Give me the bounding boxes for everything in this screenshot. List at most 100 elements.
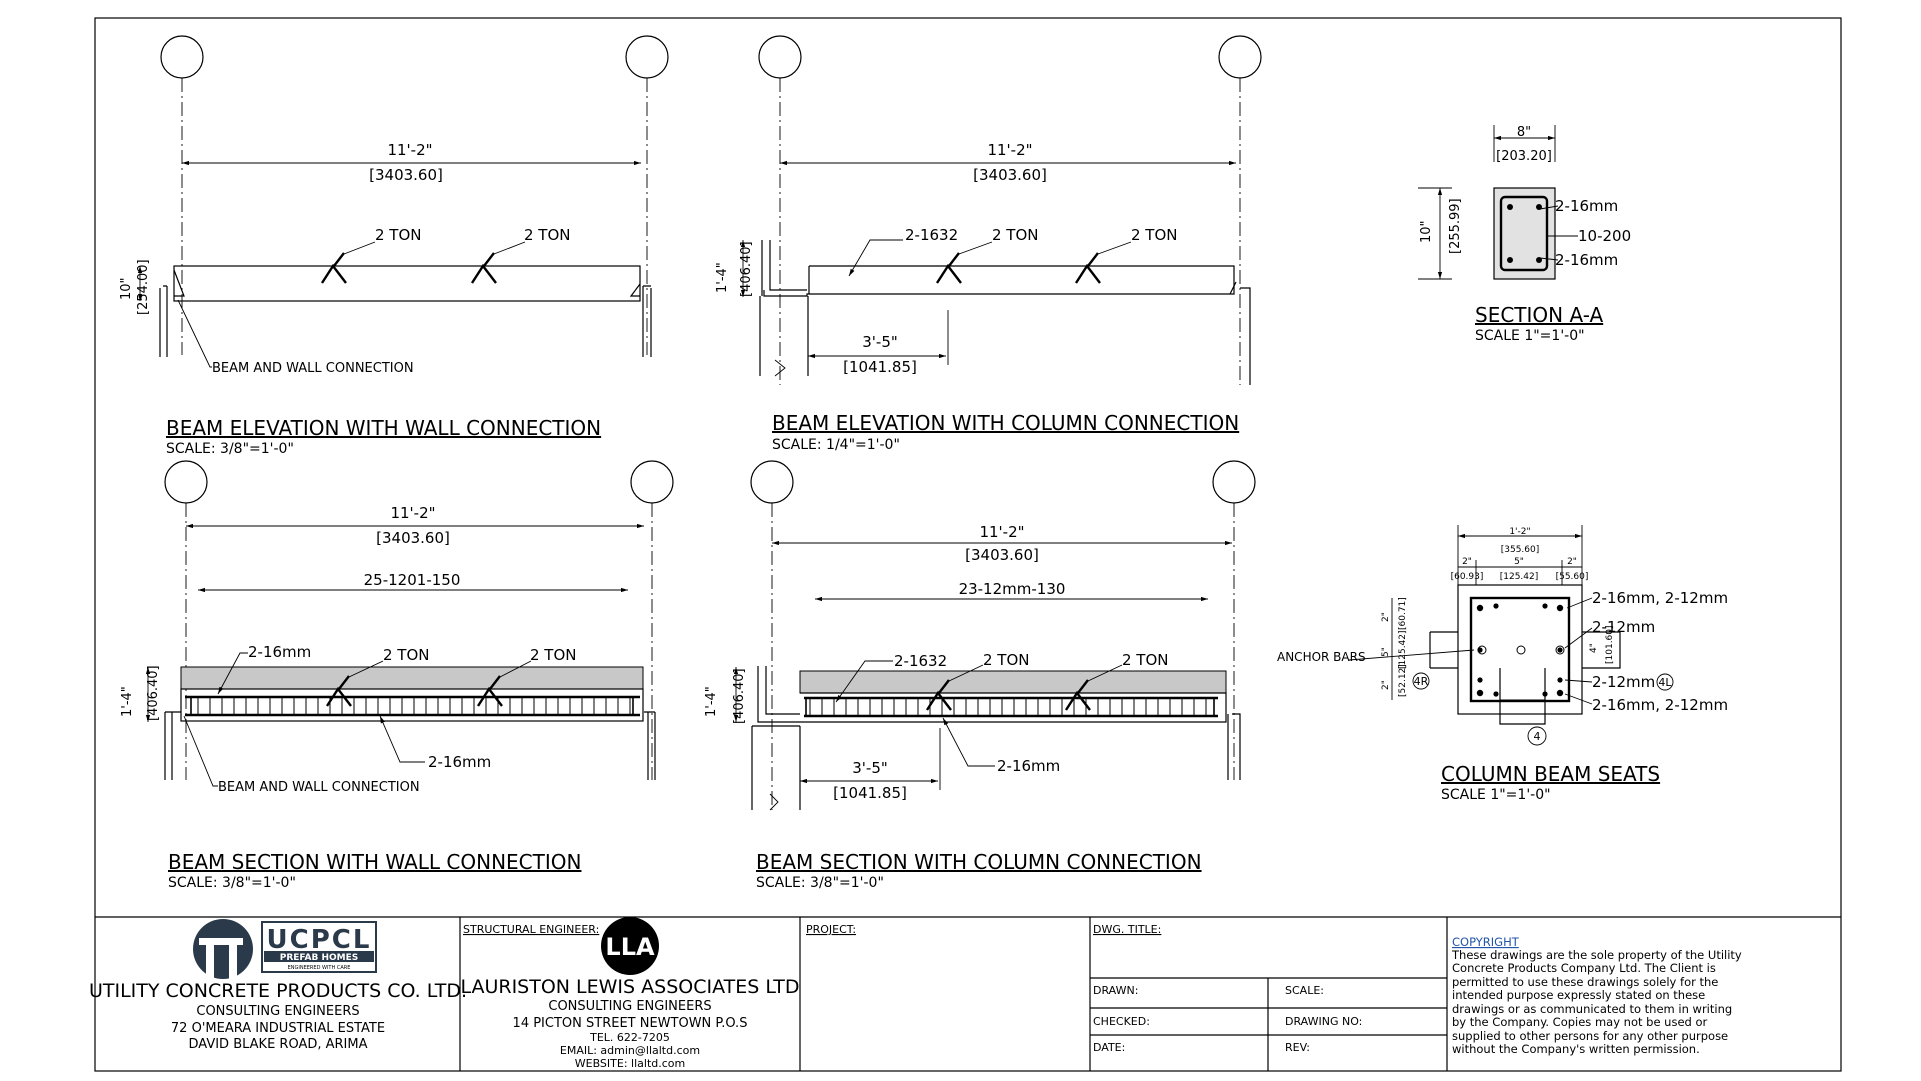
project-label: PROJECT: [806, 923, 856, 936]
connection-note: BEAM AND WALL CONNECTION [212, 361, 414, 376]
top-bar-label: 2-16mm [248, 643, 311, 661]
depth-imperial-label: 1'-4" [715, 262, 730, 293]
seat-tag-4r: 4R [1414, 675, 1429, 688]
seat-overall-imperial: 1'-2" [1509, 527, 1530, 537]
copyright-line: supplied to other persons for any other … [1452, 1029, 1728, 1043]
section-outline [1493, 187, 1556, 280]
engineer-role: CONSULTING ENGINEERS [548, 999, 711, 1014]
seat-label-3: 2-12mm [1592, 673, 1655, 691]
section-width-metric: [203.20] [1496, 149, 1552, 164]
view-beam-elevation-column: 11'-2" [3403.60] 1'-4" [406.40] 2 TON 2 … [715, 35, 1262, 453]
seat-label-1: 2-16mm, 2-12mm [1592, 589, 1728, 607]
load-label-1: 2 TON [383, 646, 430, 664]
sheet-border [94, 17, 1842, 1072]
seat-depth-imperial: 4" [1589, 643, 1599, 653]
span-imperial-label: 11'-2" [987, 141, 1032, 159]
drawn-label: DRAWN: [1093, 984, 1138, 997]
depth-metric-label: [406.40] [146, 665, 161, 721]
copyright-heading: COPYRIGHT [1452, 935, 1520, 949]
beam-outline [173, 265, 641, 302]
lla-logo: LLA [601, 917, 659, 975]
stirrups-label: 25-1201-150 [364, 571, 461, 589]
seat-imperial-label: 3'-5" [852, 759, 888, 777]
engineer-name: LAURISTON LEWIS ASSOCIATES LTD [460, 976, 799, 998]
section-links: 10-200 [1578, 227, 1631, 245]
column-outline [1457, 584, 1583, 715]
view-beam-section-column: 11'-2" [3403.60] 23-12mm-130 1'-4" [406.… [704, 460, 1256, 891]
seat-metric-label: [1041.85] [833, 784, 907, 802]
load-label-2: 2 TON [524, 226, 571, 244]
ucpcl-logo-text: UCPCL [267, 925, 372, 955]
scale-label: SCALE: [1285, 984, 1324, 997]
copyright-line: intended purpose expressly stated on the… [1452, 988, 1705, 1002]
company-address-2: DAVID BLAKE ROAD, ARIMA [188, 1037, 367, 1052]
section-bottom-bars: 2-16mm [1555, 251, 1618, 269]
copyright-line: Concrete Products Company Ltd. The Clien… [1452, 961, 1716, 975]
seat-label-4: 2-16mm, 2-12mm [1592, 696, 1728, 714]
seat-d2-metric: [125.42] [1500, 572, 1539, 582]
ucpcl-logo-tagline: PREFAB HOMES [280, 953, 359, 963]
title-block: UCPCL PREFAB HOMES ENGINEERED WITH CARE … [89, 917, 1742, 1071]
bar-mark-label: 2-1632 [905, 226, 958, 244]
drawing-no-label: DRAWING NO: [1285, 1015, 1362, 1028]
span-metric-label: [3403.60] [965, 546, 1039, 564]
view-scale: SCALE 1"=1'-0" [1441, 787, 1551, 803]
depth-metric-label: [406.40] [739, 241, 754, 297]
stirrups-label: 23-12mm-130 [959, 580, 1066, 598]
depth-imperial-label: 10" [119, 277, 134, 300]
date-label: DATE: [1093, 1041, 1125, 1054]
load-label-1: 2 TON [983, 651, 1030, 669]
load-label-1: 2 TON [992, 226, 1039, 244]
view-scale: SCALE 1"=1'-0" [1475, 328, 1585, 344]
copyright-line: by the Company. Copies may not be used o… [1452, 1015, 1708, 1029]
seat-d2-imperial: 5" [1514, 557, 1524, 567]
engineer-tel: TEL. 622-7205 [589, 1031, 670, 1044]
rev-label: REV: [1285, 1041, 1310, 1054]
load-label-2: 2 TON [530, 646, 577, 664]
view-beam-elevation-wall: 11'-2" [3403.60] 10" [254.00] 2 TON 2 TO… [119, 35, 669, 457]
ucpcl-logo: UCPCL PREFAB HOMES ENGINEERED WITH CARE [193, 919, 377, 979]
seat-overall-metric: [355.60] [1501, 545, 1540, 555]
anchor-bars-label: ANCHOR BARS [1277, 650, 1366, 664]
view-title: BEAM ELEVATION WITH COLUMN CONNECTION [772, 411, 1239, 435]
bottom-bar-label: 2-16mm [997, 757, 1060, 775]
grid-bubble [625, 35, 669, 79]
view-column-beam-seats: 1'-2" [355.60] 2" 5" 2" [60.93] [125.42]… [1277, 525, 1728, 803]
seat-d1-imperial: 2" [1462, 557, 1472, 567]
seat-d3-metric: [55.60] [1556, 572, 1589, 582]
depth-imperial-label: 1'-4" [704, 686, 719, 717]
seat-v3-imperial: 2" [1381, 680, 1391, 690]
copyright-line: drawings or as communicated to them in w… [1452, 1002, 1732, 1016]
company-name: UTILITY CONCRETE PRODUCTS CO. LTD. [89, 980, 467, 1002]
section-height-metric: [255.99] [1448, 198, 1463, 254]
view-scale: SCALE: 1/4"=1'-0" [772, 437, 900, 453]
company-role: CONSULTING ENGINEERS [196, 1004, 359, 1019]
view-scale: SCALE: 3/8"=1'-0" [756, 875, 884, 891]
seat-v2-metric: [125.42] [1398, 630, 1408, 669]
engineer-label: STRUCTURAL ENGINEER: [463, 923, 599, 936]
seat-d3-imperial: 2" [1567, 557, 1577, 567]
depth-metric-label: [254.00] [136, 259, 151, 315]
depth-imperial-label: 1'-4" [120, 686, 135, 717]
section-height-imperial: 10" [1419, 220, 1434, 243]
view-section-a-a: 8" [203.20] 10" [255.99] 2-16mm 10-200 2… [1418, 125, 1631, 344]
bar-mark-label: 2-1632 [894, 652, 947, 670]
seat-v1-imperial: 2" [1381, 612, 1391, 622]
copyright-line: permitted to use these drawings solely f… [1452, 975, 1718, 989]
depth-metric-label: [406.40] [732, 668, 747, 724]
checked-label: CHECKED: [1093, 1015, 1150, 1028]
seat-imperial-label: 3'-5" [862, 333, 898, 351]
span-metric-label: [3403.60] [376, 529, 450, 547]
seat-label-2: 2-12mm [1592, 618, 1655, 636]
copyright-line: without the Company's written permission… [1452, 1042, 1700, 1056]
engineer-website: WEBSITE: llaltd.com [575, 1057, 685, 1070]
span-imperial-label: 11'-2" [390, 504, 435, 522]
seat-v1-metric: [60.71] [1398, 597, 1408, 630]
section-width-imperial: 8" [1517, 125, 1531, 140]
view-title: SECTION A-A [1475, 303, 1603, 327]
connection-note: BEAM AND WALL CONNECTION [218, 780, 420, 795]
seat-depth-metric: [101.60] [1605, 625, 1615, 664]
grid-bubble [160, 35, 204, 79]
load-label-2: 2 TON [1122, 651, 1169, 669]
copyright-line: These drawings are the sole property of … [1451, 948, 1742, 962]
